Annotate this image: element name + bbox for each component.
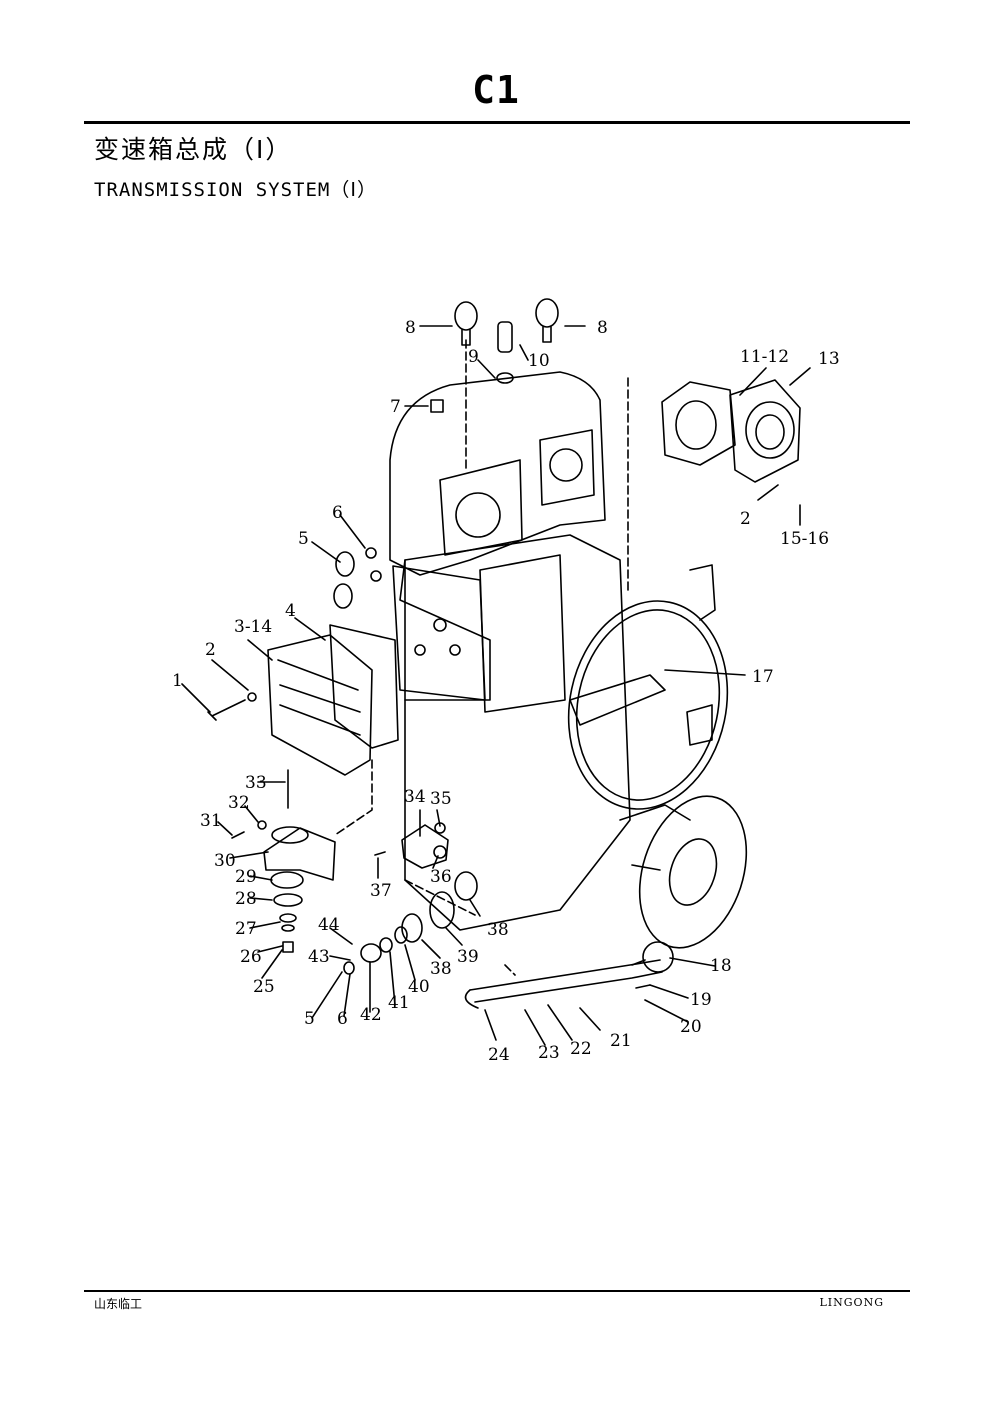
callout-37: 37 bbox=[370, 881, 392, 901]
callout-28: 28 bbox=[235, 889, 257, 909]
callout-26: 26 bbox=[240, 947, 262, 967]
callout-5-lower: 5 bbox=[304, 1009, 315, 1029]
callout-9: 9 bbox=[468, 347, 479, 367]
callout-38-left: 38 bbox=[430, 959, 452, 979]
header-rule bbox=[84, 121, 910, 124]
callout-43: 43 bbox=[308, 947, 330, 967]
callout-27: 27 bbox=[235, 919, 257, 939]
callout-18: 18 bbox=[710, 956, 732, 976]
callout-6-lower: 6 bbox=[337, 1009, 348, 1029]
callout-42: 42 bbox=[360, 1005, 382, 1025]
page-code: C1 bbox=[472, 68, 520, 112]
callout-23: 23 bbox=[538, 1043, 560, 1063]
callout-2-left: 2 bbox=[205, 640, 216, 660]
callout-1: 1 bbox=[172, 671, 183, 691]
callout-21: 21 bbox=[610, 1031, 632, 1051]
callout-7: 7 bbox=[390, 397, 401, 417]
callout-20: 20 bbox=[680, 1017, 702, 1037]
footer-rule bbox=[84, 1290, 910, 1292]
callout-35: 35 bbox=[430, 789, 452, 809]
callout-5-upper: 5 bbox=[298, 529, 309, 549]
callout-8-right: 8 bbox=[597, 318, 608, 338]
callout-33: 33 bbox=[245, 773, 267, 793]
callout-38-right: 38 bbox=[487, 920, 509, 940]
callout-22: 22 bbox=[570, 1039, 592, 1059]
title-chinese: 变速箱总成（Ⅰ） bbox=[94, 135, 293, 164]
callout-6-upper: 6 bbox=[332, 503, 343, 523]
callout-4: 4 bbox=[285, 601, 296, 621]
callout-34: 34 bbox=[404, 787, 426, 807]
callout-41: 41 bbox=[388, 993, 410, 1013]
callout-10: 10 bbox=[528, 351, 550, 371]
callout-19: 19 bbox=[690, 990, 712, 1010]
callout-17: 17 bbox=[752, 667, 774, 687]
callout-8-left: 8 bbox=[405, 318, 416, 338]
callout-44: 44 bbox=[318, 915, 340, 935]
callout-40: 40 bbox=[408, 977, 430, 997]
callout-25: 25 bbox=[253, 977, 275, 997]
callout-11-12: 11-12 bbox=[740, 347, 789, 367]
callout-32: 32 bbox=[228, 793, 250, 813]
callout-36: 36 bbox=[430, 867, 452, 887]
callout-39: 39 bbox=[457, 947, 479, 967]
callout-30: 30 bbox=[214, 851, 236, 871]
callout-2-right: 2 bbox=[740, 509, 751, 529]
callout-29: 29 bbox=[235, 867, 257, 887]
callout-24: 24 bbox=[488, 1045, 510, 1065]
footer-company: 山东临工 bbox=[94, 1297, 143, 1311]
title-english: TRANSMISSION SYSTEM（Ⅰ） bbox=[94, 179, 377, 201]
callout-31: 31 bbox=[200, 811, 222, 831]
callout-13: 13 bbox=[818, 349, 840, 369]
callout-15-16: 15-16 bbox=[780, 529, 829, 549]
footer-brand: LINGONG bbox=[819, 1296, 884, 1309]
callout-3-14: 3-14 bbox=[234, 617, 272, 637]
